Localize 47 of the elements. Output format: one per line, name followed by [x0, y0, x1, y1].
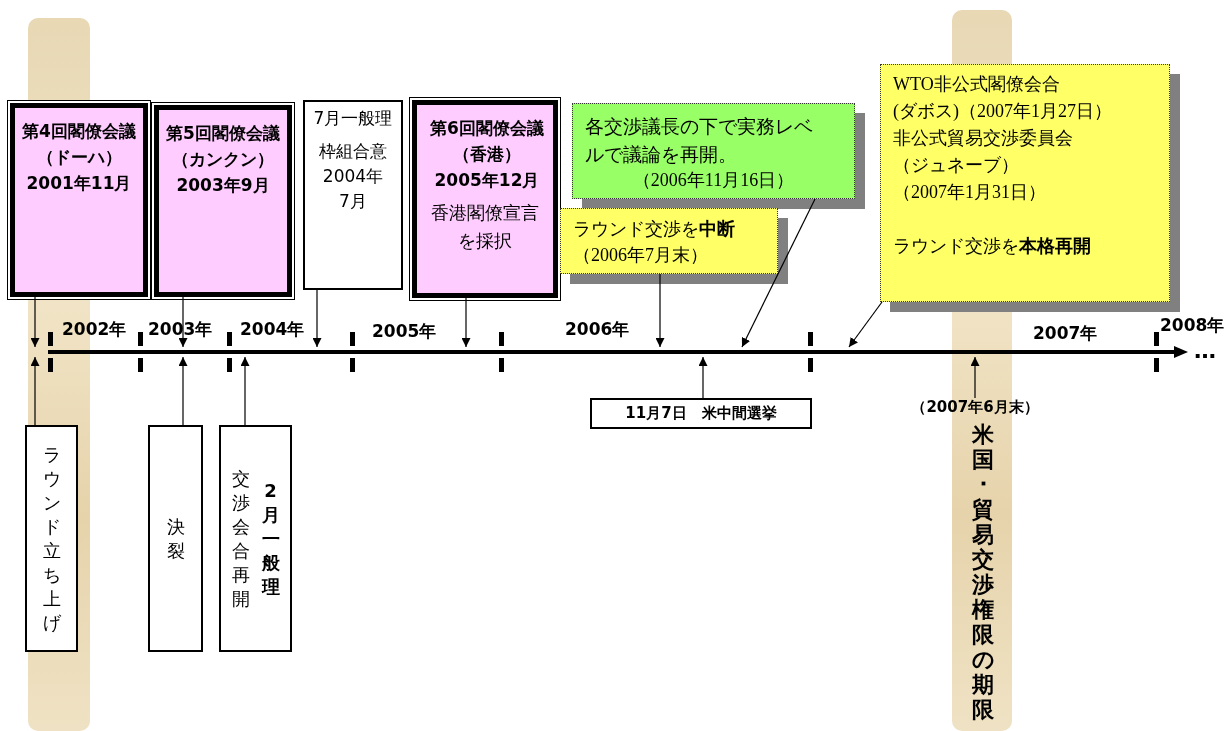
arrow [655, 273, 665, 348]
box-text: 2月一般理 [260, 478, 281, 599]
year-label: 2006年 [565, 318, 630, 341]
box-text: 非公式貿易交渉委員会（ジュネーブ）（2007年1月31日） [893, 127, 1074, 204]
box-text: ラウンド交渉を本格再開 [893, 234, 1092, 258]
arrow [30, 296, 40, 348]
box-text: ラウンド立ち上げ [41, 442, 62, 635]
box-text: 第5回閣僚会議（カンクン）2003年9月 [165, 122, 281, 197]
box-text: WTO非公式閣僚会合(ダボス)（2007年1月27日） [893, 73, 1113, 123]
continuation-mark: … [1194, 338, 1216, 363]
event-box [219, 425, 292, 652]
year-label: 2005年 [372, 320, 437, 343]
box-text: 7月一般理 [312, 107, 394, 130]
box-text: 枠組合意2004年7月 [318, 140, 388, 213]
box-text: 11月7日 米中間選挙 [624, 403, 778, 424]
box-text: （2006年7月末） [573, 244, 709, 267]
box-text: 香港閣僚宣言を採択 [430, 201, 540, 253]
box-text: 第4回閣僚会議（ドーハ）2001年11月 [21, 120, 137, 195]
year-label: 2004年 [240, 318, 305, 341]
year-label: 2008年 [1160, 314, 1225, 337]
event-box [25, 425, 78, 652]
event-box [590, 398, 812, 429]
event-box [303, 100, 403, 290]
event-box [148, 425, 203, 652]
date-label: （2007年6月末） [910, 398, 1040, 417]
arrow [461, 297, 471, 348]
meeting-box [154, 105, 292, 297]
arrow [30, 356, 40, 426]
arrow [970, 356, 980, 399]
arrow [848, 301, 883, 348]
year-label: 2007年 [1033, 322, 1098, 345]
arrow [178, 356, 188, 426]
arrow [312, 289, 322, 348]
box-text: 交渉会合再開 [230, 466, 251, 611]
box-text: 第6回閣僚会議（香港）2005年12月 [429, 117, 545, 192]
timeline-arrow [48, 346, 1188, 358]
year-label: 2002年 [62, 318, 127, 341]
vertical-label: 米国･貿易交渉権限の期限 [970, 422, 996, 722]
box-text: 決裂 [165, 514, 186, 563]
arrow [240, 356, 250, 426]
meeting-box [10, 103, 148, 297]
arrow [741, 198, 816, 348]
box-text: 各交渉議長の下で実務レベルで議論を再開。 [585, 114, 814, 167]
box-text: ラウンド交渉を中断 [573, 217, 736, 241]
meeting-box [412, 100, 558, 298]
arrow [698, 356, 708, 399]
box-text: （2006年11月16日） [631, 169, 796, 192]
